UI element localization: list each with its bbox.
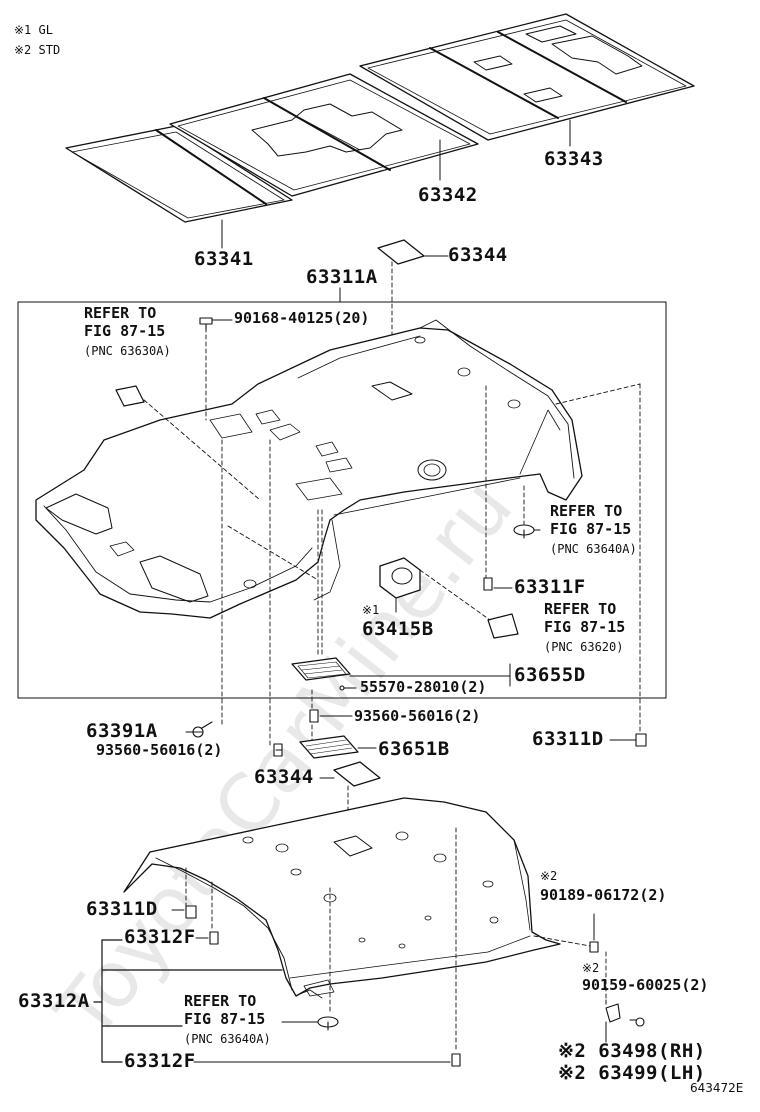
roof-headlining-upper <box>35 319 583 619</box>
part-63344-bottom: 63344 <box>254 766 314 788</box>
ref2-line2: FIG 87-15 <box>550 520 632 538</box>
part-63344-top: 63344 <box>448 244 508 266</box>
part-93560-right: 93560-56016(2) <box>354 707 481 725</box>
pad-63344-top <box>377 239 425 265</box>
assist-grip-cover-63655D <box>291 657 351 681</box>
ref1-line3: (PNC 63630A) <box>84 344 171 358</box>
ref1-line2: FIG 87-15 <box>84 322 166 340</box>
part-63498: ※2 63498(RH) <box>558 1040 706 1062</box>
part-63655D: 63655D <box>514 664 586 686</box>
part-90159: 90159-60025(2) <box>582 976 709 994</box>
part-63311F: 63311F <box>514 576 586 598</box>
ref2-line3: (PNC 63640A) <box>550 542 637 556</box>
part-63343: 63343 <box>544 148 604 170</box>
ref1-line1: REFER TO <box>84 304 157 322</box>
part-63311D-right: 63311D <box>532 728 604 750</box>
silencer-pad-63343 <box>359 13 695 141</box>
part-93560-left: 93560-56016(2) <box>96 741 223 759</box>
part-63415B: 63415B <box>362 618 434 640</box>
note-gl: ※1 GL <box>14 23 53 37</box>
part-90189-note: ※2 <box>540 869 558 883</box>
part-90168: 90168-40125(20) <box>234 309 370 327</box>
part-55570: 55570-28010(2) <box>360 678 487 696</box>
ref3-line3: (PNC 63620) <box>544 640 624 654</box>
ref4-line1: REFER TO <box>184 992 257 1010</box>
part-63499: ※2 63499(LH) <box>558 1062 706 1084</box>
part-63312F-bottom: 63312F <box>124 1050 196 1072</box>
part-63391A: 63391A <box>86 720 158 742</box>
part-63312A: 63312A <box>18 990 90 1012</box>
ref3-line1: REFER TO <box>544 600 617 618</box>
part-63415B-note: ※1 <box>362 603 380 617</box>
part-63312F-top: 63312F <box>124 926 196 948</box>
part-90189: 90189-06172(2) <box>540 886 667 904</box>
ref4-line3: (PNC 63640A) <box>184 1032 271 1046</box>
figure-code: 643472E <box>690 1081 744 1095</box>
roof-headlining-lower <box>123 797 561 999</box>
note-std: ※2 STD <box>14 43 61 57</box>
pad-63344-bottom <box>333 761 381 787</box>
ref2-line1: REFER TO <box>550 502 623 520</box>
ref3-line2: FIG 87-15 <box>544 618 626 636</box>
assist-grip-cover-63651B <box>299 735 359 759</box>
ref4-line2: FIG 87-15 <box>184 1010 266 1028</box>
silencer-pad-63342 <box>169 73 479 197</box>
part-63311D-left: 63311D <box>86 898 158 920</box>
part-90159-note: ※2 <box>582 961 600 975</box>
part-63341: 63341 <box>194 248 254 270</box>
dome-light-63415B <box>379 557 421 599</box>
assembly-frame-63311A <box>17 301 667 699</box>
part-63311A: 63311A <box>306 266 378 288</box>
silencer-pad-63341 <box>65 125 293 223</box>
part-63342: 63342 <box>418 184 478 206</box>
part-63651B: 63651B <box>378 738 450 760</box>
